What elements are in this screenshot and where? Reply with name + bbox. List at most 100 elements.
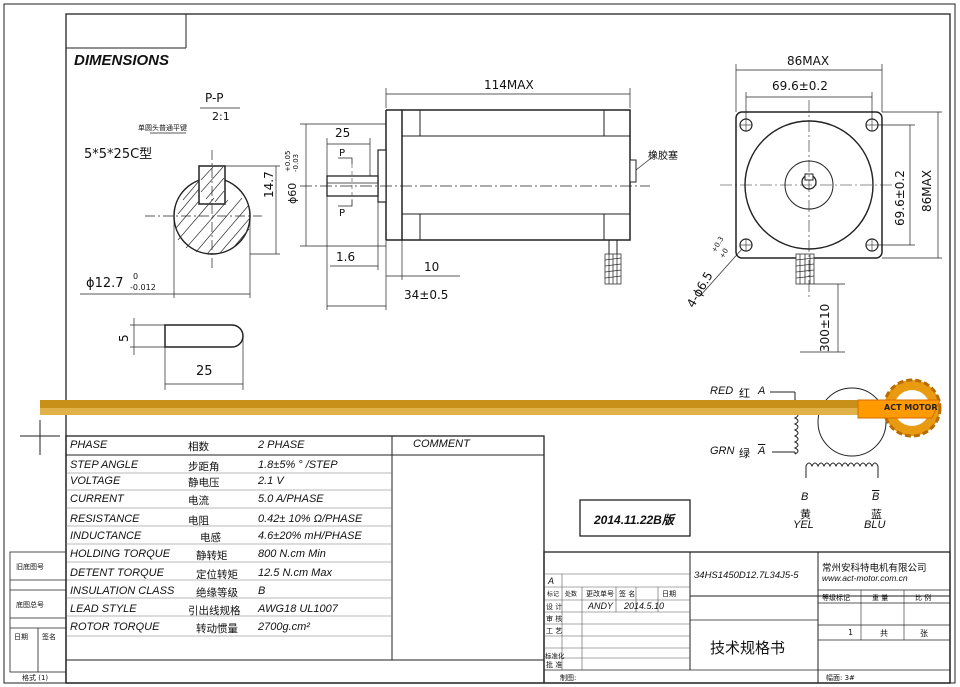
- base-drawing-no: 底图总号: [16, 601, 44, 609]
- dim-height-max: 86MAX: [920, 169, 934, 212]
- spec-row-val: 800 N.cm Min: [258, 548, 326, 560]
- margin-sign: 签名: [42, 633, 56, 641]
- spec-row-cn: 静转矩: [196, 550, 228, 562]
- section-label: P-P: [205, 91, 224, 105]
- format-label: 幅面: 3#: [826, 674, 855, 682]
- dim-pilot-dia: ϕ60: [286, 182, 299, 204]
- motor-side-view: [300, 88, 656, 310]
- wiring-diagram: [770, 387, 887, 478]
- wire-blu: BLU: [864, 519, 886, 531]
- logo-band: [40, 378, 942, 438]
- version-label: 2014.11.22B版: [594, 513, 674, 527]
- sheet-total: 1: [848, 628, 854, 637]
- spec-row-en: INDUCTANCE: [70, 530, 142, 542]
- spec-row-cn: 定位转矩: [196, 569, 238, 581]
- drawing-title: DIMENSIONS: [74, 52, 170, 69]
- company-website: www.act-motor.com.cn: [822, 573, 908, 583]
- format-footer: 格式 (1): [22, 674, 49, 682]
- dim-shaft-length: 34±0.5: [404, 288, 449, 302]
- spec-row-val: 12.5 N.cm Max: [258, 567, 332, 579]
- spec-row-en: INSULATION CLASS: [70, 585, 175, 597]
- wire-phase-a: A: [758, 385, 766, 397]
- revision: A: [548, 576, 555, 586]
- spec-row-en: LEAD STYLE: [70, 603, 137, 615]
- wire-red-cn: 红: [739, 387, 750, 400]
- title-block: [543, 551, 951, 684]
- process-label: 工 艺: [546, 627, 563, 635]
- wire-phase-a-bar: A: [758, 445, 766, 457]
- date-label: 日期: [662, 590, 676, 598]
- spec-row-val: 1.8±5% ° /STEP: [258, 459, 338, 471]
- draw-label: 制图:: [560, 674, 577, 682]
- rubber-plug-label: 橡胶塞: [648, 151, 678, 162]
- designer-name: ANDY: [588, 601, 614, 611]
- document-title: 技术规格书: [710, 639, 786, 657]
- spec-row-en: RESISTANCE: [70, 513, 140, 525]
- spec-row-cn: 电感: [200, 532, 221, 544]
- sheet-label: 张: [920, 629, 928, 638]
- old-drawing-no: 旧底图号: [16, 563, 44, 571]
- dim-key-width: 5: [117, 334, 131, 342]
- section-scale: 2:1: [212, 110, 230, 123]
- count-code: 处数: [565, 591, 578, 598]
- review-label: 审 核: [546, 615, 563, 623]
- spec-row-cn: 步距角: [188, 461, 220, 473]
- spec-header-val: 2 PHASE: [258, 439, 305, 451]
- motor-front-view: [699, 64, 942, 353]
- spec-row-en: CURRENT: [70, 493, 124, 505]
- dim-shaft-tol: -0.012: [130, 283, 156, 292]
- spec-row-cn: 静电压: [188, 477, 220, 489]
- dim-lead-length: 300±10: [818, 303, 832, 352]
- ratio-label: 比 例: [915, 594, 932, 602]
- spec-row-val: AWG18 UL1007: [258, 603, 338, 615]
- dim-width-max: 86MAX: [787, 54, 830, 68]
- spec-row-en: ROTOR TORQUE: [70, 621, 160, 633]
- change-no-label: 更改单号: [586, 590, 614, 598]
- wire-yel-cn: 黄: [800, 508, 811, 521]
- key-note: 单圆头普通平键: [138, 124, 187, 132]
- spec-row-cn: 转动惯量: [196, 623, 238, 635]
- design-date: 2014.5.10: [624, 601, 665, 611]
- dim-pilot-tol-lower: -0.03: [292, 153, 300, 172]
- spec-row-en: DETENT TORQUE: [70, 567, 164, 579]
- grade-label: 等级标记: [822, 594, 850, 602]
- spec-row-val: 0.42± 10% Ω/PHASE: [258, 513, 363, 525]
- wire-yel: YEL: [793, 519, 814, 531]
- version-box: [579, 499, 691, 537]
- spec-row-en: HOLDING TORQUE: [70, 548, 171, 560]
- spec-header-cn: 相数: [188, 441, 209, 453]
- section-mark-top: P: [339, 148, 346, 159]
- mark-code: 标记: [547, 591, 560, 598]
- spec-row-en: VOLTAGE: [70, 475, 121, 487]
- key-view: [130, 318, 244, 390]
- spec-row-en: STEP ANGLE: [70, 459, 139, 471]
- spec-row-val: 2.1 V: [258, 475, 284, 487]
- dim-pitch-h: 69.6±0.2: [772, 79, 828, 93]
- spec-row-val: 4.6±20% mH/PHASE: [258, 530, 362, 542]
- design-label: 设 计: [546, 603, 563, 611]
- spec-row-val: 5.0 A/PHASE: [258, 493, 324, 505]
- model-number: 34HS1450D12.7L34J5-5: [694, 570, 799, 581]
- dim-flat-depth: 14.7: [262, 171, 276, 198]
- wire-red-label: RED: [710, 385, 734, 397]
- dim-key-length: 25: [335, 126, 351, 140]
- dim-shaft-dia: ϕ12.7: [86, 276, 124, 291]
- spec-row-cn: 电流: [188, 495, 209, 507]
- margin-date: 日期: [14, 633, 28, 641]
- spec-row-cn: 绝缘等级: [196, 587, 238, 599]
- wire-b-left: B: [801, 491, 809, 503]
- company-name: 常州安科特电机有限公司: [822, 563, 927, 574]
- dim-pilot-thickness: 1.6: [336, 250, 356, 264]
- total-label: 共: [880, 629, 888, 638]
- wire-b-right: B: [872, 491, 880, 503]
- section-mark-bottom: P: [339, 208, 346, 219]
- logo-text: ACT MOTOR: [884, 403, 938, 412]
- dim-shaft-tol-zero: 0: [133, 272, 139, 281]
- wire-grn-label: GRN: [710, 445, 735, 457]
- key-spec: 5*5*25C型: [84, 147, 153, 162]
- dim-key-len: 25: [196, 364, 213, 379]
- dim-length-max: 114MAX: [484, 78, 534, 92]
- left-margin-table: [9, 551, 67, 673]
- dim-pitch-v: 69.6±0.2: [893, 170, 907, 226]
